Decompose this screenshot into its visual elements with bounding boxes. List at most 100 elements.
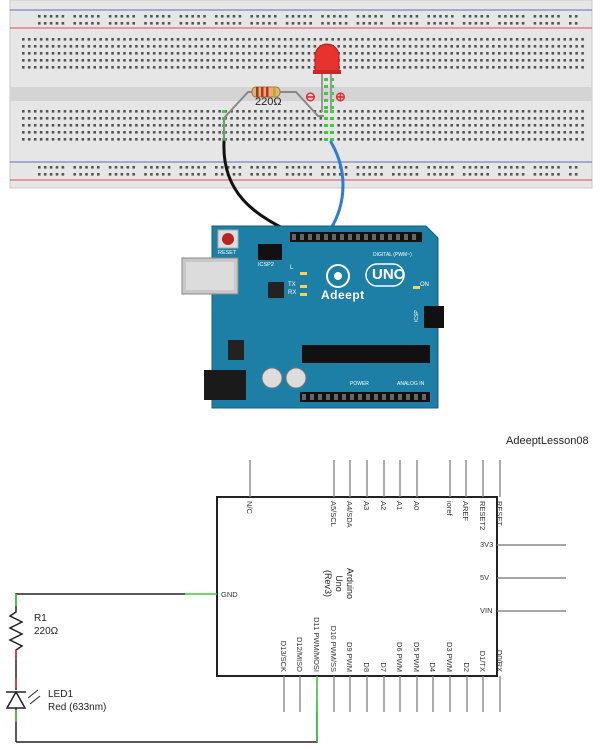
header-pin — [316, 234, 320, 240]
header-pin — [326, 394, 330, 400]
pin-label-bottom: D12/MISO — [295, 636, 304, 672]
header-pin — [356, 234, 360, 240]
led-body — [314, 43, 340, 73]
resistor-band — [273, 87, 276, 97]
pin-label-bottom: D11 PWM/MOSI — [312, 617, 321, 672]
pin-label-bottom: D9 PWM — [345, 642, 354, 672]
highlight-hole — [324, 106, 328, 109]
pin-label-top: A4/SDA — [345, 501, 354, 528]
header-pin — [358, 394, 362, 400]
header-pin — [374, 394, 378, 400]
highlight-hole — [324, 78, 328, 81]
pin-label-top: AREF — [461, 501, 470, 522]
status-led — [300, 272, 307, 275]
bottom-header — [300, 392, 430, 402]
schematic-diagram — [5, 460, 566, 743]
led1-name: LED1 — [48, 689, 74, 700]
highlight-hole — [324, 138, 328, 141]
status-led — [413, 286, 420, 289]
highlight-hole — [324, 131, 328, 134]
header-pin — [310, 394, 314, 400]
header-pin — [364, 234, 368, 240]
header-pin — [334, 394, 338, 400]
header-pin — [340, 234, 344, 240]
wire-gnd — [15, 593, 185, 606]
r1-name: R1 — [34, 613, 47, 624]
header-pin — [348, 234, 352, 240]
reset-label: RESET — [218, 250, 237, 256]
pin-label-top: A5/SCL — [329, 501, 338, 527]
highlight-hole — [324, 124, 328, 127]
uno-badge-frame — [365, 263, 405, 287]
pin-label-top: A2 — [379, 501, 388, 511]
pin-label-bottom: D1/TX — [478, 650, 487, 672]
highlight-hole — [324, 117, 328, 120]
adeept-logo-ring — [326, 264, 350, 288]
header-pin — [412, 234, 416, 240]
led1-triangle — [5, 690, 27, 709]
highlight-hole — [324, 110, 328, 113]
pin-label-top: A3 — [362, 501, 371, 511]
arduino-board — [181, 225, 444, 409]
resistor-lead-left — [223, 91, 252, 140]
pin-label-right: 5V — [480, 573, 490, 582]
highlight-hole — [222, 110, 226, 113]
wire-d11 — [16, 712, 318, 743]
pin-label-bottom: D3 PWM — [445, 642, 454, 672]
header-pin — [388, 234, 392, 240]
icsp2-label: ICSP2 — [258, 262, 274, 268]
header-pin — [302, 394, 306, 400]
pin-label-bottom: D4 — [428, 662, 437, 672]
header-pin — [382, 394, 386, 400]
pin-label-bottom: D8 — [362, 662, 371, 672]
adeept-logo-core — [334, 272, 342, 280]
pin-label-top: RESET — [495, 501, 504, 527]
pin-label-bottom: D2 — [462, 662, 471, 672]
highlight-hole — [330, 131, 334, 134]
resistor-value-label: 220Ω — [255, 96, 282, 108]
led-l-label: L — [290, 265, 294, 271]
icsp-label: ICSP — [414, 310, 420, 322]
pin-label-top: A1 — [395, 501, 404, 511]
led-plus-sign: ⊕ — [335, 89, 346, 104]
usb-connector-inner — [186, 262, 234, 290]
rx-label: RX — [288, 290, 297, 296]
header-pin — [404, 234, 408, 240]
header-pin — [308, 234, 312, 240]
led-minus-sign: ⊖ — [305, 89, 316, 104]
atmega-chip — [302, 345, 430, 363]
highlight-hole — [324, 85, 328, 88]
status-led — [300, 293, 307, 296]
pin-label-top: ioref — [445, 501, 454, 516]
header-pin — [332, 234, 336, 240]
pin-label-gnd: GND — [221, 590, 238, 599]
header-pin — [422, 394, 426, 400]
usb-chip — [268, 282, 284, 298]
regulator — [228, 340, 244, 360]
highlight-hole — [330, 117, 334, 120]
capacitor-1 — [261, 367, 283, 389]
capacitor-2 — [285, 367, 307, 389]
digital-label: DIGITAL (PWM~) — [373, 252, 412, 258]
pin-label-right: VIN — [480, 606, 493, 615]
schematic-title: AdeeptLesson08 — [506, 435, 589, 447]
led1-value: Red (633nm) — [48, 702, 107, 713]
breadboard-holes — [22, 15, 584, 176]
chip-name: Arduino Uno (Rev3) — [323, 568, 355, 600]
header-pin — [324, 234, 328, 240]
pin-label-bottom: D10 PWM/SS — [329, 625, 338, 672]
pin-label-top: N/C — [245, 501, 254, 514]
icsp-header — [424, 306, 444, 328]
header-pin — [380, 234, 384, 240]
resistor-band — [266, 87, 269, 97]
highlight-hole — [330, 124, 334, 127]
breadboard-illustration — [9, 0, 593, 409]
resistor-lead-right — [278, 91, 324, 117]
arduino-uno-block — [216, 496, 498, 677]
header-pin — [292, 234, 296, 240]
header-pin — [366, 394, 370, 400]
reset-button — [222, 233, 234, 245]
icsp2-header — [258, 244, 282, 260]
header-pin — [414, 394, 418, 400]
